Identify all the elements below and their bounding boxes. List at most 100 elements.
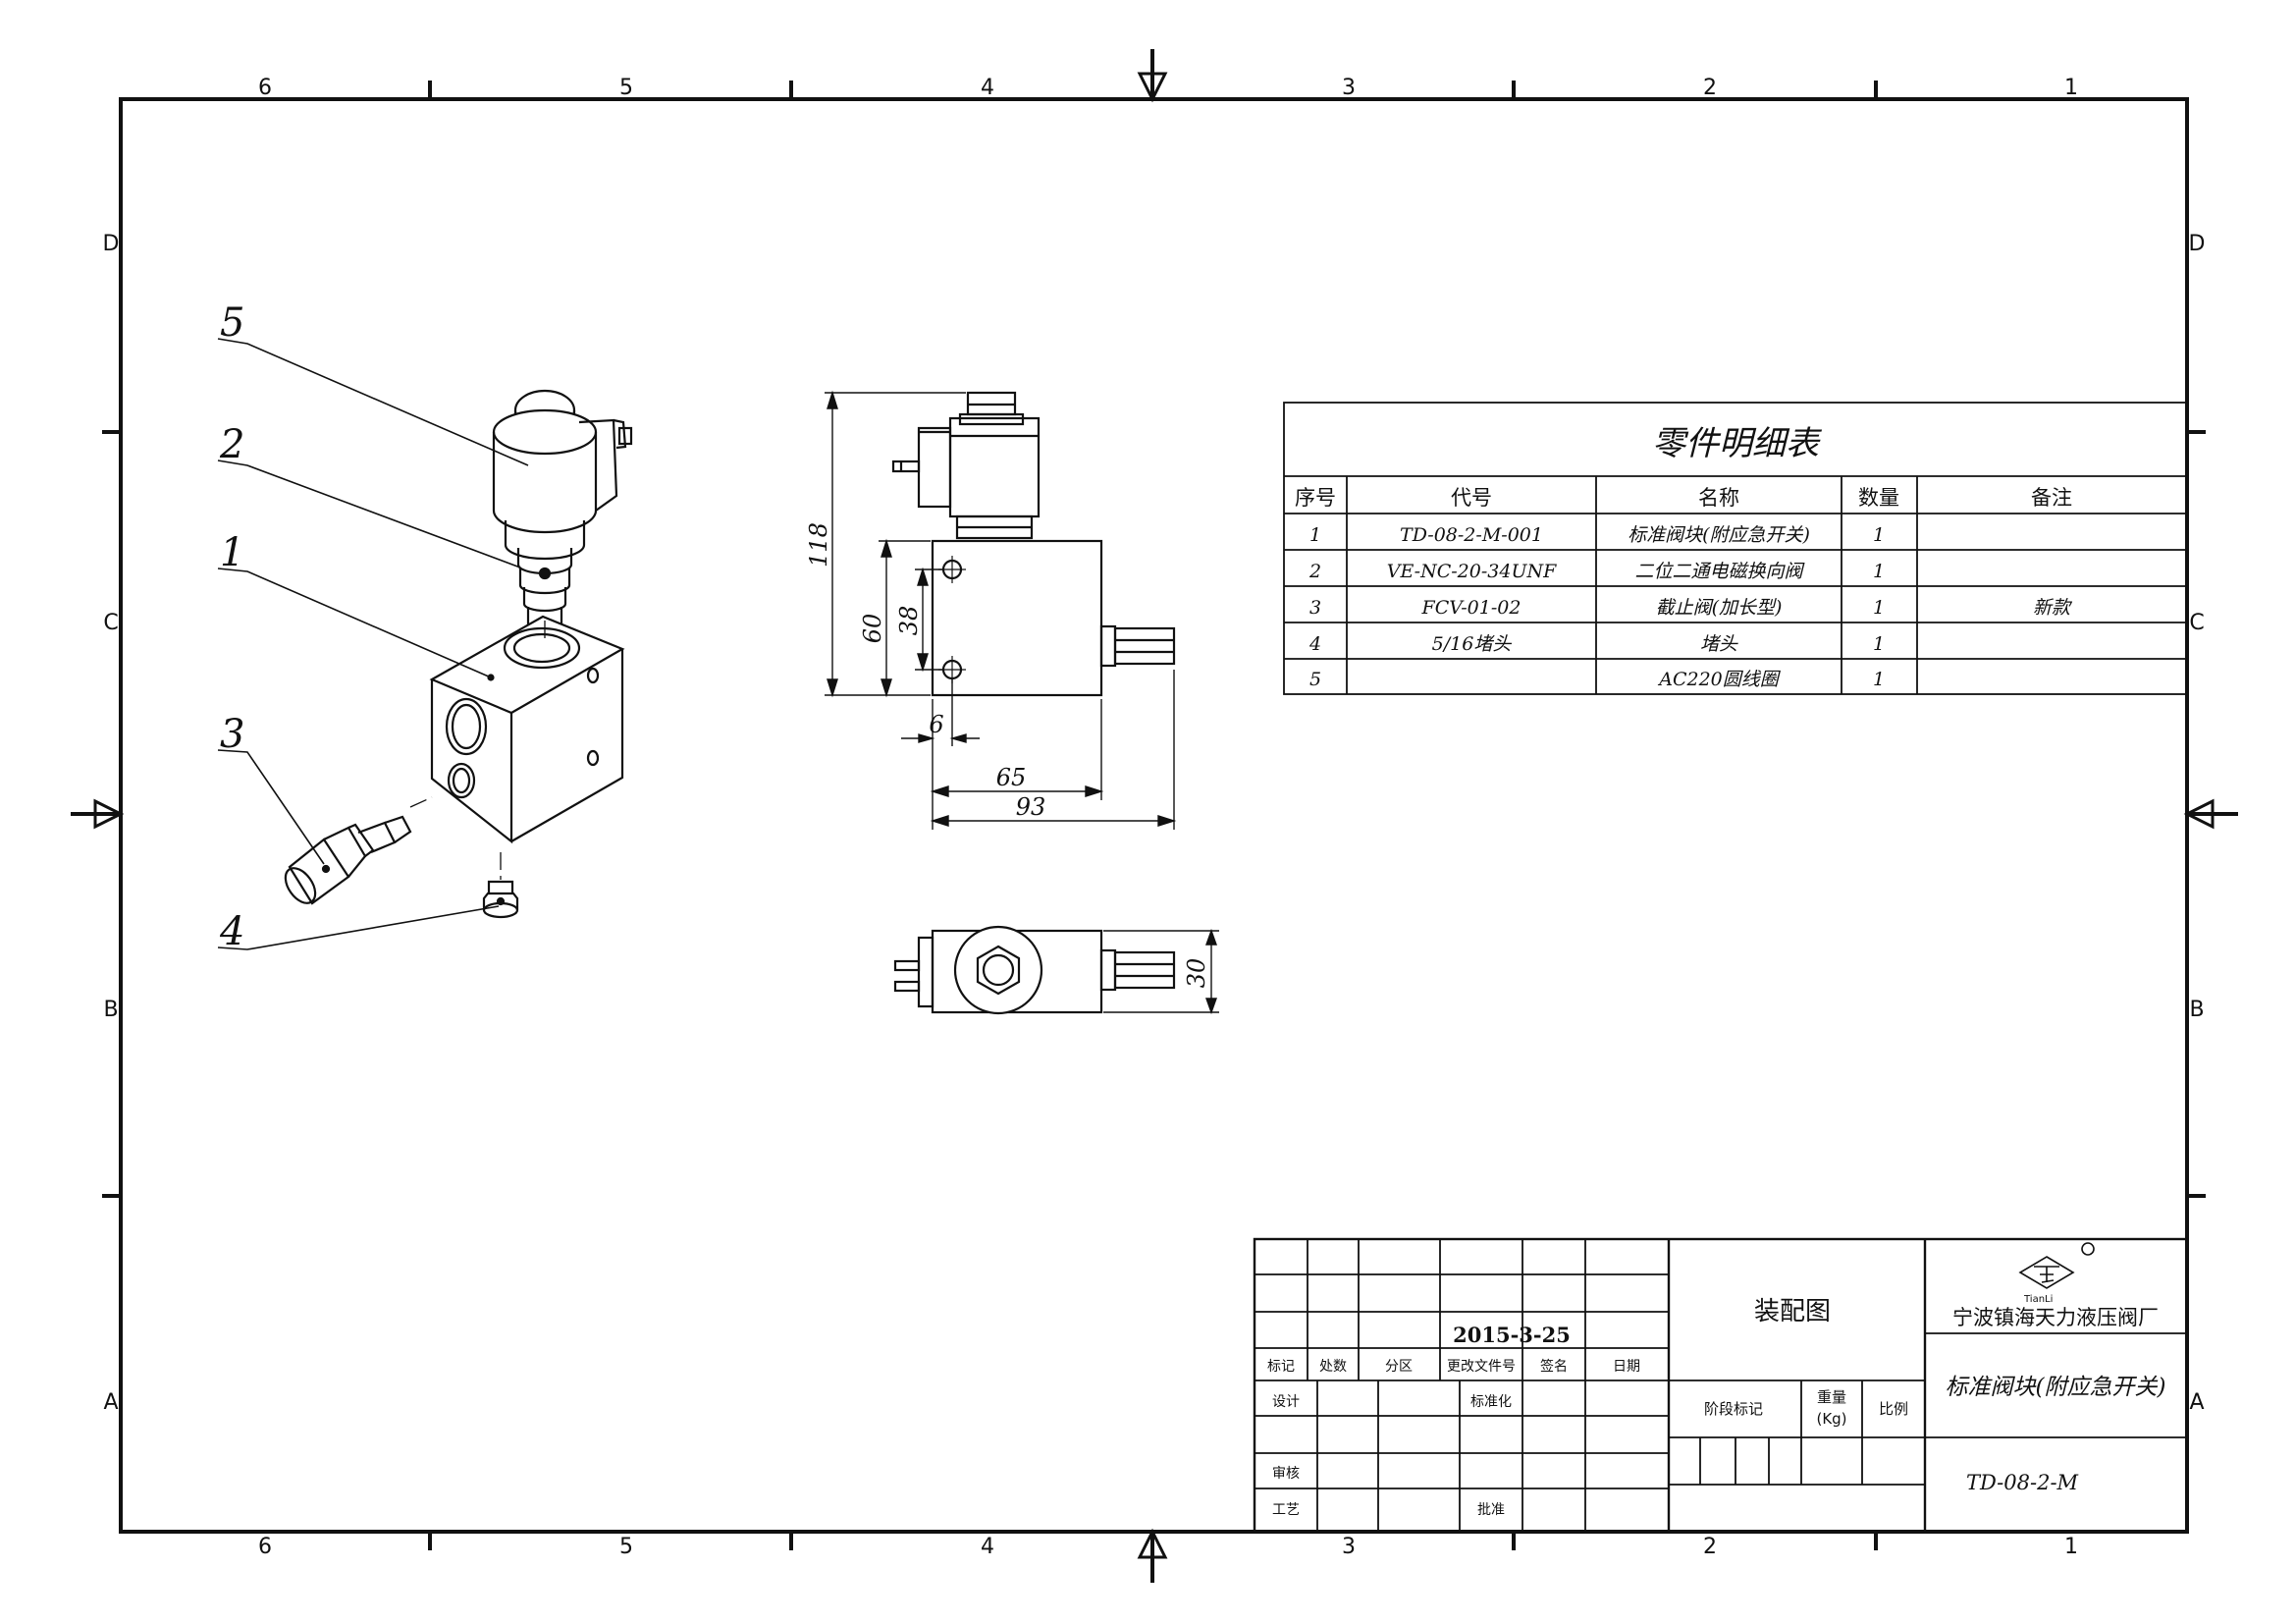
table-row: 2 VE-NC-20-34UNF 二位二通电磁换向阀 1 xyxy=(1308,561,1885,582)
table-row: 5 AC220圆线圈 1 xyxy=(1309,669,1885,690)
parts-table xyxy=(1283,402,2188,695)
logo-lettering: TianLi xyxy=(2023,1294,2053,1305)
row-name: 二位二通电磁换向阀 xyxy=(1634,561,1805,582)
drawing-number: TD-08-2-M xyxy=(1966,1471,2079,1494)
balloon-2: 2 xyxy=(219,422,244,467)
zone-col-top: 1 xyxy=(2064,76,2078,100)
row-code: TD-08-2-M-001 xyxy=(1400,524,1543,546)
drawing-frame xyxy=(71,49,2238,1583)
stop-valve xyxy=(284,815,412,905)
rev-header: 更改文件号 xyxy=(1447,1359,1516,1375)
zone-col-bottom: 6 xyxy=(258,1535,272,1559)
balloon-5: 5 xyxy=(220,300,244,346)
dim-30: 30 xyxy=(1183,958,1210,989)
dim-60: 60 xyxy=(859,614,886,644)
drawing-type: 装配图 xyxy=(1754,1297,1831,1326)
dim-65: 65 xyxy=(996,764,1027,791)
label-approve: 批准 xyxy=(1477,1502,1505,1518)
zone-row-right: A xyxy=(2189,1390,2204,1415)
row-qty: 1 xyxy=(1873,597,1885,619)
row-name: 标准阀块(附应急开关) xyxy=(1628,524,1810,546)
company-name: 宁波镇海天力液压阀厂 xyxy=(1952,1306,2159,1329)
zone-col-bottom: 5 xyxy=(619,1535,633,1559)
front-dimension-labels: 118 60 38 6 65 93 xyxy=(805,522,1045,821)
zone-col-top: 3 xyxy=(1342,76,1356,100)
zone-col-top: 4 xyxy=(981,76,994,100)
row-qty: 1 xyxy=(1873,669,1885,690)
parts-header: 代号 xyxy=(1451,486,1492,510)
label-scale: 比例 xyxy=(1879,1400,1908,1418)
zone-col-bottom: 3 xyxy=(1342,1535,1356,1559)
revision-date: 2015-3-25 xyxy=(1453,1323,1571,1347)
label-design: 设计 xyxy=(1272,1394,1300,1410)
dim-118: 118 xyxy=(805,522,832,568)
table-row: 3 FCV-01-02 截止阀(加长型) 1 新款 xyxy=(1309,597,2073,619)
zone-labels: 6 5 4 3 2 1 6 5 4 3 2 1 D C B A D C B A xyxy=(103,76,2206,1559)
rev-header: 签名 xyxy=(1540,1358,1568,1375)
zone-row-left: A xyxy=(103,1390,118,1415)
row-no: 2 xyxy=(1308,561,1321,582)
dim-38: 38 xyxy=(895,606,923,636)
title-block-text: 2015-3-25 标记 处数 分区 更改文件号 签名 日期 设计 标准化 审核… xyxy=(1267,1297,2165,1518)
front-view xyxy=(825,390,1177,830)
parts-table-title: 零件明细表 xyxy=(1652,424,1823,463)
zone-row-right: D xyxy=(2189,232,2206,256)
company-logo: TianLi xyxy=(2018,1242,2095,1305)
row-name: 截止阀(加长型) xyxy=(1656,597,1783,619)
row-name: AC220圆线圈 xyxy=(1657,669,1782,690)
table-row: 4 5/16堵头 堵头 1 xyxy=(1308,633,1885,655)
front-dimensions xyxy=(825,390,1177,830)
row-no: 5 xyxy=(1309,669,1321,690)
row-code: VE-NC-20-34UNF xyxy=(1387,561,1557,582)
row-no: 1 xyxy=(1309,524,1321,546)
zone-col-top: 6 xyxy=(258,76,272,100)
zone-row-right: C xyxy=(2189,611,2204,635)
row-code: 5/16堵头 xyxy=(1432,633,1513,655)
dim-93: 93 xyxy=(1016,793,1046,821)
solenoid-coil xyxy=(492,389,633,561)
row-no: 4 xyxy=(1308,633,1321,655)
manifold-block xyxy=(429,615,625,844)
balloon-4: 4 xyxy=(219,909,244,954)
table-row: 1 TD-08-2-M-001 标准阀块(附应急开关) 1 xyxy=(1309,524,1885,546)
rev-header: 日期 xyxy=(1613,1359,1640,1375)
balloon-1: 1 xyxy=(220,530,244,575)
row-qty: 1 xyxy=(1873,561,1885,582)
parts-header: 名称 xyxy=(1698,486,1739,510)
top-view xyxy=(893,925,1219,1015)
balloon-3: 3 xyxy=(220,712,244,757)
rev-header: 处数 xyxy=(1319,1359,1347,1375)
row-code: FCV-01-02 xyxy=(1421,597,1522,619)
zone-col-bottom: 4 xyxy=(981,1535,994,1559)
parts-header: 数量 xyxy=(1858,486,1899,510)
zone-row-right: B xyxy=(2189,998,2204,1022)
label-standardize: 标准化 xyxy=(1470,1394,1512,1410)
title-block xyxy=(1253,1237,2189,1534)
label-weight-unit: (Kg) xyxy=(1816,1410,1846,1428)
zone-col-bottom: 1 xyxy=(2064,1535,2078,1559)
balloon-leaders xyxy=(217,338,529,950)
label-process: 工艺 xyxy=(1272,1502,1300,1518)
rev-header: 标记 xyxy=(1267,1359,1295,1375)
parts-header: 序号 xyxy=(1295,486,1336,510)
label-review: 审核 xyxy=(1272,1466,1300,1482)
rev-header: 分区 xyxy=(1385,1359,1413,1375)
zone-row-left: D xyxy=(103,232,120,256)
centering-marks xyxy=(71,49,2238,1583)
row-no: 3 xyxy=(1309,597,1321,619)
row-qty: 1 xyxy=(1873,633,1885,655)
balloon-labels: 5 2 1 3 4 xyxy=(219,300,244,954)
zone-col-top: 2 xyxy=(1703,76,1717,100)
zone-row-left: C xyxy=(103,611,118,635)
part-name: 标准阀块(附应急开关) xyxy=(1946,1375,2166,1400)
zone-col-top: 5 xyxy=(619,76,633,100)
dim-6: 6 xyxy=(929,711,943,738)
label-weight: 重量 xyxy=(1817,1388,1846,1406)
zone-col-bottom: 2 xyxy=(1703,1535,1717,1559)
row-note: 新款 xyxy=(2033,597,2073,619)
exploded-view xyxy=(217,338,633,950)
label-stage-mark: 阶段标记 xyxy=(1704,1400,1763,1418)
row-qty: 1 xyxy=(1873,524,1885,546)
parts-table-text: 零件明细表 序号 代号 名称 数量 备注 1 TD-08-2-M-001 标准阀… xyxy=(1295,424,2073,690)
